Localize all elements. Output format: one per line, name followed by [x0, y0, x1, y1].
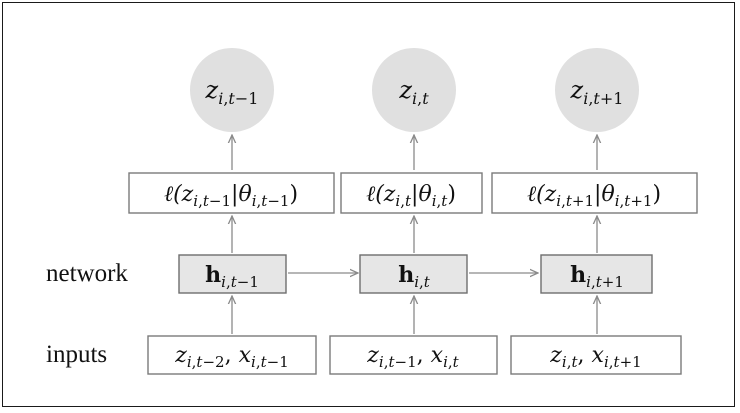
hidden-state-box-2: [540, 254, 653, 294]
input-box-0: [147, 335, 317, 375]
likelihood-label-1: ℓ(zi,t|θi,t): [366, 182, 456, 210]
output-node-0: [190, 48, 274, 132]
input-label-1: zi,t−1, xi,t: [366, 343, 459, 371]
hidden-state-box-0: [178, 254, 287, 294]
hidden-state-label-2: hi,t+1: [570, 262, 624, 291]
likelihood-label-2: ℓ(zi,t+1|θi,t+1): [527, 182, 661, 210]
input-label-0: zi,t−2, xi,t−1: [174, 343, 289, 371]
hidden-state-label-0: hi,t−1: [205, 262, 259, 291]
output-label-1: zi,t: [398, 76, 429, 108]
likelihood-box-2: [491, 172, 698, 214]
inputs-row-label: inputs: [46, 341, 107, 368]
likelihood-box-1: [340, 172, 483, 214]
input-label-2: zi,t, xi,t+1: [549, 343, 641, 371]
hidden-state-box-1: [359, 254, 468, 294]
network-row-label: network: [46, 260, 128, 287]
input-box-2: [510, 335, 682, 375]
likelihood-box-0: [128, 172, 335, 214]
input-box-1: [329, 335, 498, 375]
output-label-0: zi,t−1: [205, 76, 259, 108]
likelihood-label-0: ℓ(zi,t−1|θi,t−1): [164, 182, 298, 210]
output-label-2: zi,t+1: [570, 76, 624, 108]
output-node-2: [555, 48, 639, 132]
output-node-1: [372, 48, 456, 132]
hidden-state-label-1: hi,t: [398, 262, 431, 291]
